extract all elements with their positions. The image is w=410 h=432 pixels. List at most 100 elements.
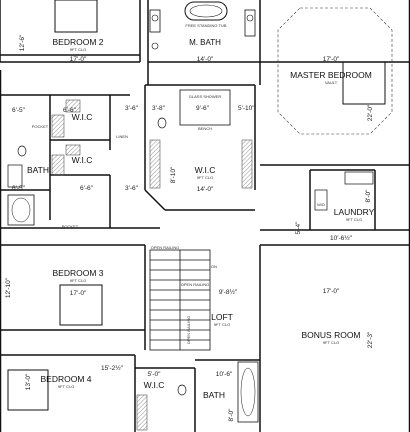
bedroom-4-walls (0, 354, 260, 432)
tub-basin (189, 4, 223, 18)
tub-basin (240, 367, 256, 417)
dim-bed4-w: 15'-2½" (101, 364, 124, 372)
toilet-icon (157, 117, 167, 129)
dim-3-6b: 3'-6" (125, 185, 139, 192)
tub-bath-2 (237, 361, 259, 423)
note-vault: VAULT (325, 80, 338, 85)
bedroom-2-walls (0, 0, 141, 63)
sink-icon (151, 42, 159, 50)
note-dn: DN (211, 264, 217, 269)
master-bath-walls (147, 0, 261, 85)
dim-laundry-w: 10'-6½" (330, 234, 353, 242)
dim-3-8: 3'-8" (152, 105, 166, 112)
label-wic-1: W.I.C (72, 112, 93, 122)
note-open-railing: OPEN RAILING (151, 245, 179, 250)
dim-master-h: 22'-0" (367, 104, 374, 121)
note-ceiling-laundry: 9FT CLG (346, 217, 362, 222)
toilet-icon (177, 384, 187, 396)
dim-6-5b: 6'-5" (12, 185, 26, 192)
dim-mbath-w: 14'-0" (197, 56, 214, 63)
dim-bed2-w: 17'-0" (70, 56, 87, 63)
tub-basin (11, 197, 31, 223)
shelf-hatch (136, 394, 148, 431)
label-bonus-room: BONUS ROOM (301, 330, 360, 340)
bed-master (342, 61, 386, 105)
bed-4 (7, 369, 49, 411)
label-bedroom-2: BEDROOM 2 (52, 37, 103, 47)
shelf-hatch (51, 154, 65, 176)
note-ceiling-bed4: 9FT CLG (58, 384, 74, 389)
label-laundry: LAUNDRY (334, 207, 375, 217)
label-bedroom-4: BEDROOM 4 (40, 374, 91, 384)
dim-5-4: 5'-4" (295, 221, 302, 235)
vanity-right (244, 9, 256, 37)
dim-bed4-h: 13'-0" (25, 373, 32, 390)
note-pocket-2: POCKET (62, 224, 79, 229)
washer-dryer (314, 189, 328, 211)
note-open-railing-3: OPEN RAILING (186, 316, 191, 344)
dim-bed3-w: 17'-0" (70, 290, 87, 297)
dim-bed3-h: 12'-10" (5, 277, 12, 298)
dim-5-10: 5'-10" (238, 105, 255, 112)
dim-6-5a: 6'-5" (12, 107, 26, 114)
label-bath: BATH (27, 165, 49, 175)
dim-master-w: 17'-0" (323, 56, 340, 63)
note-ceiling-wicm: 9FT CLG (197, 175, 213, 180)
sink-icon (151, 14, 159, 22)
label-bath-2: BATH (203, 390, 225, 400)
sink-icon (246, 14, 254, 22)
label-wic-master: W.I.C (195, 165, 216, 175)
label-bedroom-3: BEDROOM 3 (52, 268, 103, 278)
bonus-room-walls (259, 244, 410, 432)
bed-3 (59, 284, 103, 326)
note-ceiling-bonus: 9FT CLG (323, 340, 339, 345)
label-wic-2: W.I.C (72, 155, 93, 165)
freestanding-tub (184, 1, 228, 21)
note-ceiling-bed3: 9FT CLG (70, 278, 86, 283)
stairs (149, 249, 211, 351)
dim-6-6a: 6'-6" (63, 107, 77, 114)
vanity-left (149, 9, 161, 33)
dim-loft-w: 9'-8½" (219, 288, 238, 296)
note-bench: BENCH (198, 126, 212, 131)
master-wic-walls (144, 84, 256, 211)
dim-6-6b: 6'-6" (80, 185, 94, 192)
shelf-hatch (51, 114, 65, 138)
laundry-walls (260, 169, 410, 231)
dim-bonus-w: 17'-0" (323, 288, 340, 295)
shelf-hatch (149, 139, 161, 189)
shelf-hatch (65, 144, 81, 156)
label-loft: LOFT (211, 312, 233, 322)
dim-wicm-h: 8'-10" (170, 166, 177, 183)
laundry-counter (344, 171, 374, 185)
glass-shower (179, 89, 231, 126)
note-freestanding-tub: FREE STANDING TUB (185, 23, 227, 28)
note-open-railing-2: OPEN RAILING (181, 282, 209, 287)
label-wic-4: W.I.C (144, 380, 165, 390)
bed-2 (54, 0, 98, 33)
shelf-hatch (241, 139, 253, 189)
note-glass-shower: GLASS SHOWER (189, 94, 222, 99)
note-wd: W/D (317, 202, 325, 207)
label-master-bedroom: MASTER BEDROOM (290, 70, 372, 80)
dim-laundry-h: 8'-0" (365, 189, 372, 203)
dim-bed2-h: 12'-6" (19, 34, 26, 51)
dim-3-6a: 3'-6" (125, 105, 139, 112)
dim-bonus-h: 22'-3" (367, 331, 374, 348)
note-linen: LINEN (116, 134, 128, 139)
label-master-bath: M. BATH (189, 38, 221, 47)
dim-wicm-w: 14'-0" (197, 186, 214, 193)
dim-wic4-w: 5'-0" (148, 371, 162, 378)
dim-bath2-w: 10'-6" (216, 371, 233, 378)
bath-vanity (7, 164, 23, 188)
note-pocket: POCKET (32, 124, 49, 129)
shelf-hatch (65, 99, 81, 113)
toilet-icon (17, 145, 27, 157)
vaulted-ceiling-outline (277, 7, 393, 135)
dim-9-6: 9'-6" (196, 105, 210, 112)
note-ceiling: 9FT CLG (70, 47, 86, 52)
dim-8-0: 8'-0" (228, 408, 235, 422)
tub-bath (7, 194, 35, 226)
note-ceiling-loft: 9FT CLG (214, 322, 230, 327)
